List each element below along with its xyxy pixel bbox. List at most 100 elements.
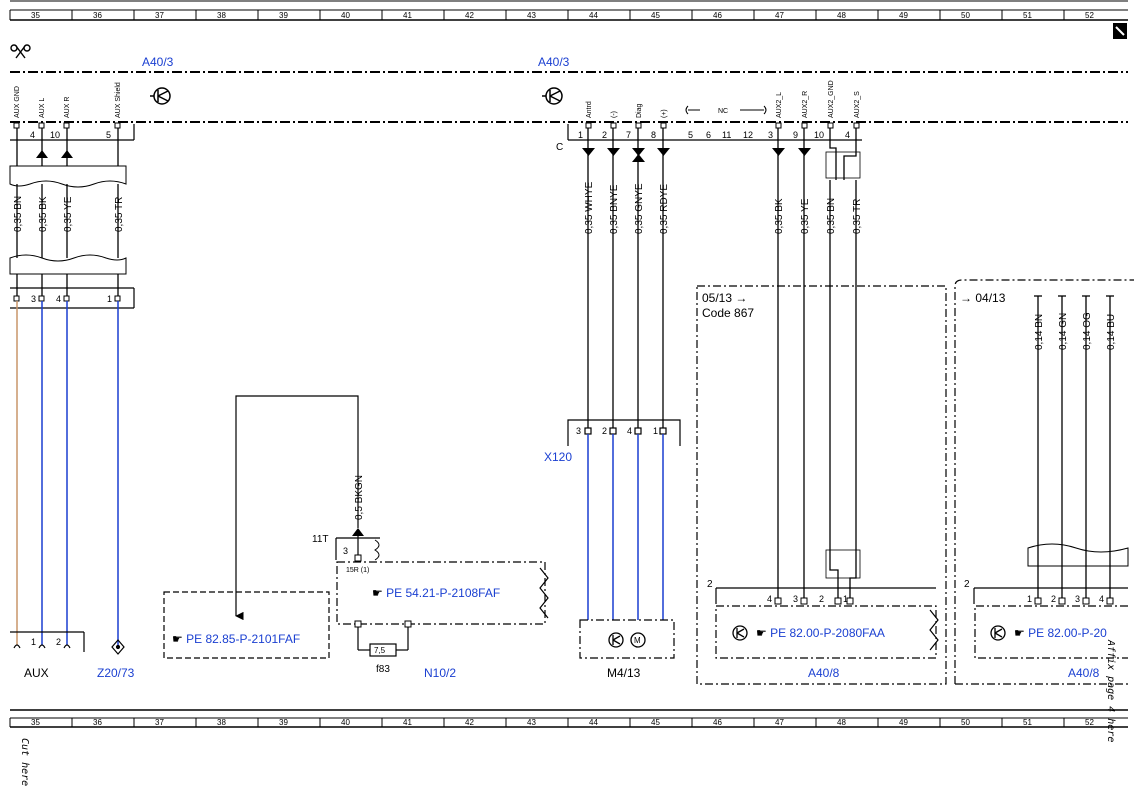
ruler-label: 45: [651, 11, 660, 20]
wire-label: 0,35 GNYE: [634, 183, 645, 234]
ruler-label: 48: [837, 718, 846, 727]
n10-wire-label: 0,5 BKGN: [354, 475, 365, 520]
aux-connector: [10, 631, 85, 652]
pin-name: AUX L: [39, 98, 46, 118]
ground-symbol-icon: [150, 87, 171, 105]
pin-number: 5: [106, 130, 111, 140]
fuse-value: 7,5: [374, 646, 386, 655]
scissors-icon: [10, 44, 31, 59]
ruler-label: 48: [837, 11, 846, 20]
ruler-label: 41: [403, 718, 412, 727]
hand-pointer-icon: ☛: [756, 626, 767, 640]
box-0513: 05/13 → Code 867 2 4 3 2 1 ☛ PE 82.00-P-…: [696, 285, 947, 685]
control-unit-icon: [990, 625, 1006, 641]
n10-label: N10/2: [424, 666, 456, 680]
wire-break-left-bottom: [9, 254, 127, 275]
box-0513-ref: ☛ PE 82.00-P-2080FAA: [756, 626, 885, 640]
left-wires-colored: [16, 301, 119, 645]
n10-section: 0,5 BKGN 11T 3 15R (1) ☛ PE 54.21-P-2108…: [312, 475, 549, 680]
ruler-label: 36: [93, 718, 102, 727]
ruler-label: 46: [713, 11, 722, 20]
n10-terminal: 11T: [312, 534, 329, 545]
wire-label: 0,14 BN: [1034, 314, 1045, 350]
center-arrows: [582, 148, 811, 162]
svg-text:M: M: [634, 636, 641, 645]
affix-text: Affix page 4 here: [1105, 639, 1116, 742]
ruler-label: 40: [341, 718, 350, 727]
ruler-label: 39: [279, 11, 288, 20]
center-connector: [567, 122, 862, 141]
pin-number: 3: [31, 294, 36, 304]
wire-label: 0,14 BU: [1106, 314, 1117, 350]
aux-pins: 1 2: [31, 637, 61, 647]
pin-number: 4: [1099, 594, 1104, 604]
pin-number: 2: [602, 130, 607, 140]
pin-number: 9: [793, 130, 798, 140]
wire-label: 0,35 BK: [38, 196, 49, 232]
pin-number: 1: [653, 426, 658, 436]
ruler-label: 38: [217, 718, 226, 727]
pin-number: 10: [814, 130, 824, 140]
motor-icon: M: [630, 632, 646, 648]
box-0413-date: → 04/13: [960, 291, 1006, 305]
ruler-label: 41: [403, 11, 412, 20]
wire-label: 0,35 YE: [63, 196, 74, 232]
pin-number: 8: [651, 130, 656, 140]
pin-number: 3: [768, 130, 773, 140]
pin-number: 4: [30, 130, 35, 140]
control-unit-icon: [732, 625, 748, 641]
ground-symbol-icon: [542, 87, 563, 105]
box-0513-code: Code 867: [702, 306, 754, 320]
fuse-name: f83: [376, 664, 390, 675]
left-connector-2: [10, 287, 135, 309]
ruler-label: 50: [961, 11, 970, 20]
aux-ref-text: ☛ PE 82.85-P-2101FAF: [172, 632, 300, 646]
pin-name: AUX Shield: [115, 82, 122, 118]
wire-label: 0,14 GN: [1058, 313, 1069, 350]
pin-number: 2: [56, 637, 61, 647]
pin-number: 1: [843, 594, 848, 604]
ruler-label: 49: [899, 11, 908, 20]
z20-label: Z20/73: [97, 666, 135, 680]
pin-number: 2: [819, 594, 824, 604]
module-boundary: [10, 71, 1128, 123]
pin-name: (-): [611, 111, 618, 118]
ruler-label: 43: [527, 11, 536, 20]
n10-15r: 15R (1): [346, 567, 369, 574]
pin-number: 1: [578, 130, 583, 140]
ruler-label: 44: [589, 11, 598, 20]
pin-number: 3: [576, 426, 581, 436]
ruler-label: 50: [961, 718, 970, 727]
ruler-label: 35: [31, 11, 40, 20]
pin-name: AUX GND: [14, 86, 21, 118]
pin-number: 4: [56, 294, 61, 304]
page-marker-icon: [1113, 23, 1127, 39]
ruler-label: 39: [279, 718, 288, 727]
m4-label: M4/13: [607, 666, 641, 680]
ruler-label: 51: [1023, 718, 1032, 727]
pin-number: 10: [50, 130, 60, 140]
left-wires-top: [16, 128, 119, 296]
aux-ref-box: ☛ PE 82.85-P-2101FAF: [163, 591, 330, 659]
wire-break-left-top: [9, 165, 127, 188]
center-pin-names: Antrd (-) Diag (+) AUX2_L AUX2_R AUX2_GN…: [586, 80, 861, 118]
ruler-label: 40: [341, 11, 350, 20]
pin-number: 2: [1051, 594, 1056, 604]
z20-symbol: [111, 639, 125, 655]
pin-number: 1: [1027, 594, 1032, 604]
ruler-label: 44: [589, 718, 598, 727]
wire-label: 0,35 BK: [774, 198, 785, 234]
box-0413: → 04/13 0,14 BN 0,14 GN 0,14 OG 0,14 BU …: [954, 279, 1134, 685]
left-conn2-pins: 3 4 1: [31, 294, 112, 304]
ruler-label: 42: [465, 718, 474, 727]
ruler-label: 35: [31, 718, 40, 727]
ruler-label: 42: [465, 11, 474, 20]
nc-bracket: [685, 105, 767, 115]
connector-c-label: C: [556, 142, 563, 153]
ruler-label: 51: [1023, 11, 1032, 20]
module-title-center: A40/3: [538, 55, 570, 69]
box-0413-label: A40/8: [1068, 666, 1100, 680]
side-affix-here: Affix page 4 here: [1105, 639, 1116, 742]
ruler-label: 52: [1085, 718, 1094, 727]
